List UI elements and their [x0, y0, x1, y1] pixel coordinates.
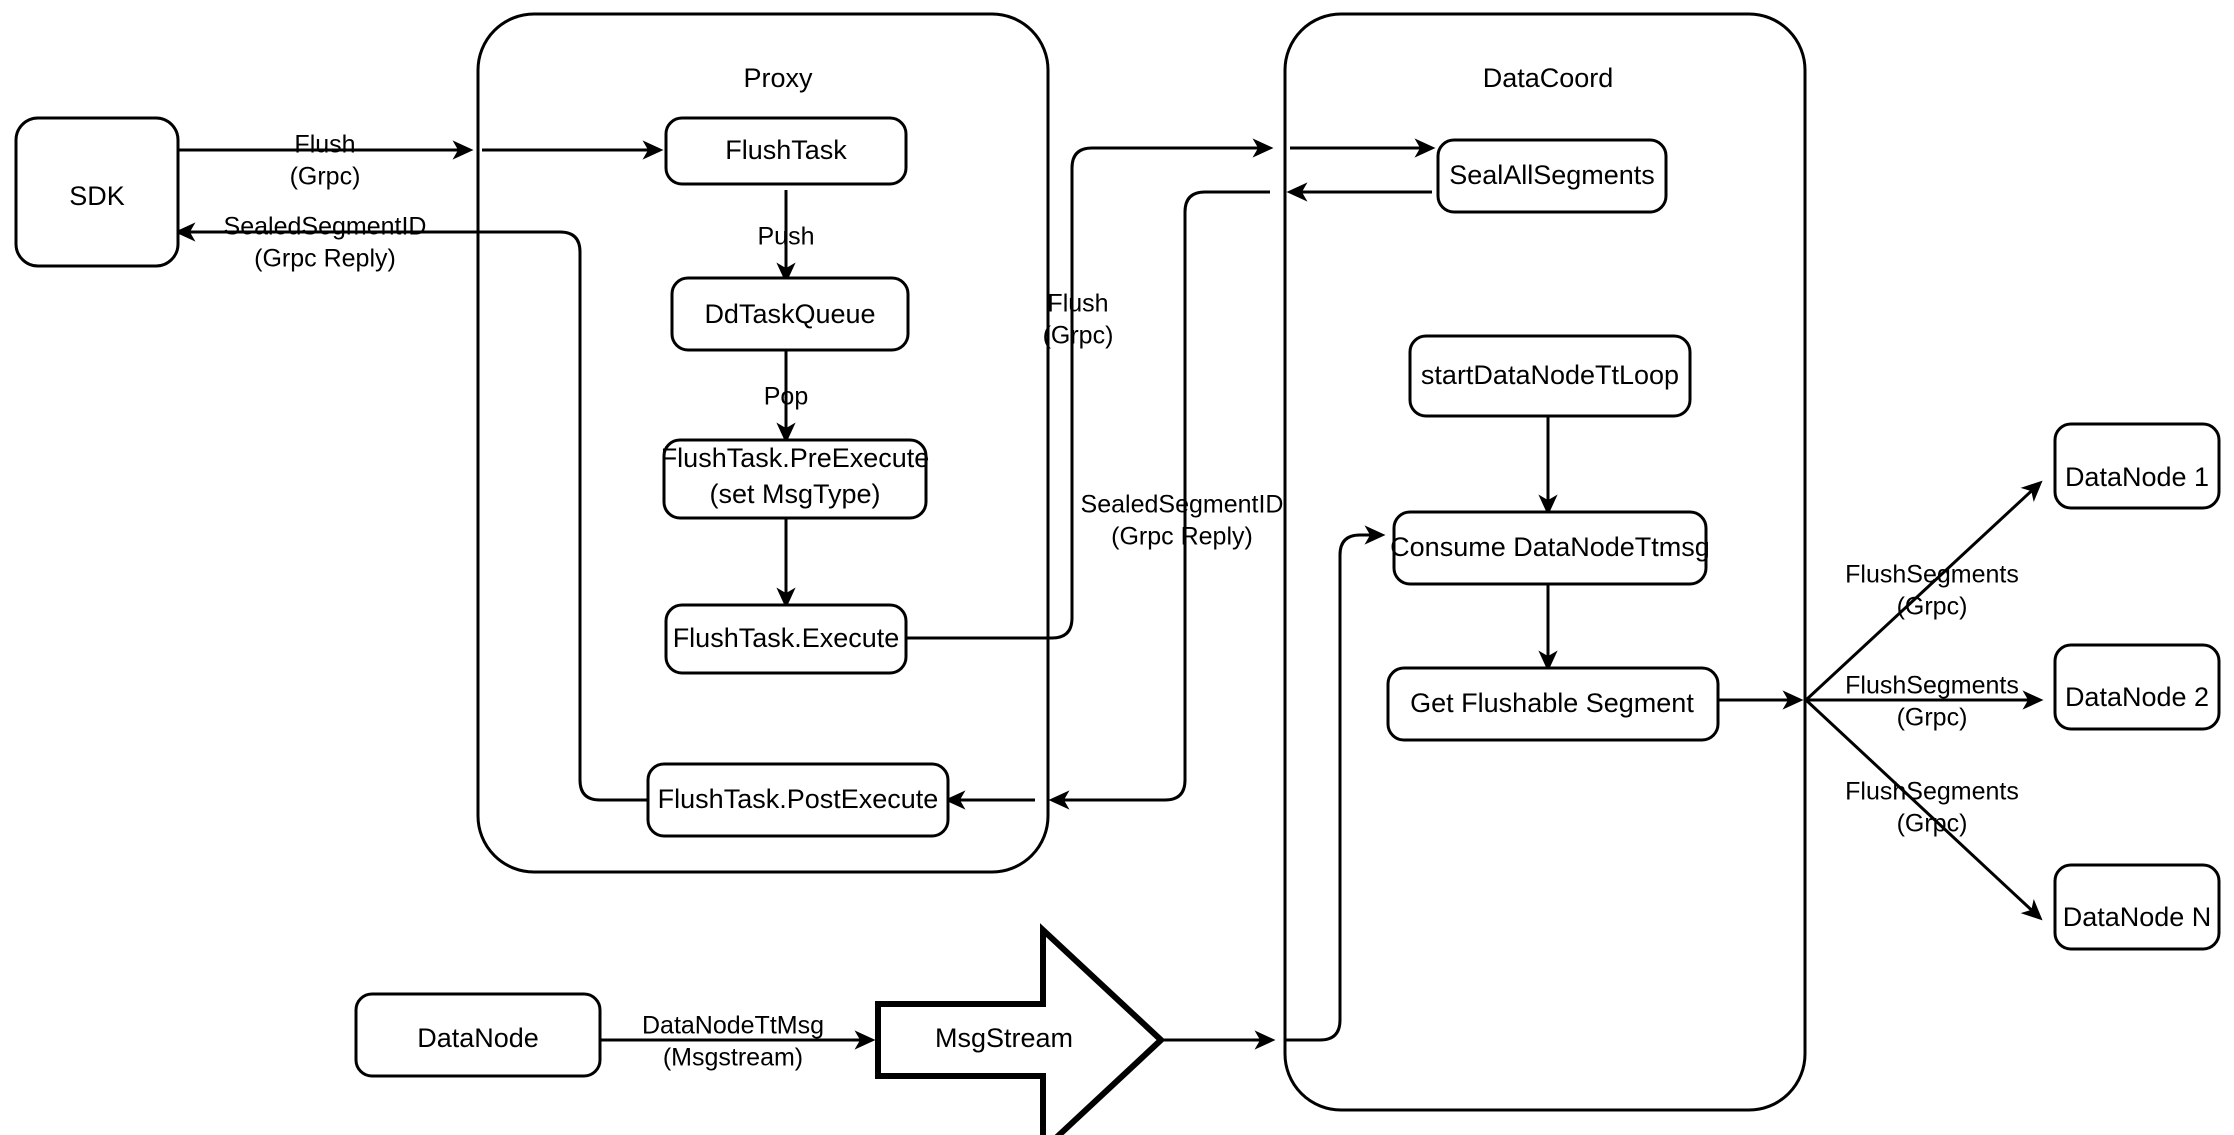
datanode-bottom-label: DataNode — [417, 1023, 539, 1053]
edge-fanout-to-datanoden — [1804, 698, 2043, 921]
node-datanode-1[interactable]: DataNode 1 — [2053, 422, 2221, 510]
edge-postexecute-to-sdk-route — [370, 230, 648, 802]
edge-label-pop: Pop — [764, 383, 808, 411]
node-flushtask-preexecute[interactable]: FlushTask.PreExecute (set MsgType) — [661, 438, 930, 520]
datanode-2-label: DataNode 2 — [2065, 682, 2209, 712]
node-consume-datanodettmsg[interactable]: Consume DataNodeTtmsg — [1390, 510, 1710, 586]
edge-label-sdk-to-proxy: Flush (Grpc) — [290, 131, 361, 191]
edge-fanout-to-datanode1 — [1804, 480, 2043, 702]
node-ddtaskqueue[interactable]: DdTaskQueue — [670, 276, 910, 352]
ddtaskqueue-label: DdTaskQueue — [704, 299, 875, 329]
edge-label-push: Push — [758, 223, 815, 251]
flushsegments-n-line2: (Grpc) — [1897, 810, 1968, 838]
datanode-ttmsg-line2: (Msgstream) — [663, 1044, 803, 1072]
edge-datacoord-ingress-to-consume — [1285, 525, 1386, 1042]
edge-datacoord-to-proxy-reply — [1048, 190, 1270, 810]
push-label: Push — [758, 223, 815, 251]
flushtask-box[interactable] — [664, 116, 908, 186]
proxy-to-datacoord-line2: (Grpc) — [1043, 322, 1114, 350]
datacoord-to-proxy-line1: SealedSegmentID — [1081, 491, 1284, 519]
datacoord-container-title: DataCoord — [1483, 63, 1614, 93]
edge-label-flushsegments-2: FlushSegments (Grpc) — [1845, 672, 2019, 732]
proxy-container-title: Proxy — [743, 63, 813, 93]
msgstream-label: MsgStream — [935, 1023, 1073, 1053]
edge-label-datanode-ttmsg: DataNodeTtMsg (Msgstream) — [642, 1012, 824, 1072]
ddtaskqueue-box[interactable] — [670, 276, 910, 352]
msgstream-arrow-shape[interactable] — [875, 923, 1166, 1135]
edge-label-datacoord-to-proxy: SealedSegmentID (Grpc Reply) — [1081, 491, 1284, 551]
edge-label-flushsegments-1: FlushSegments (Grpc) — [1845, 561, 2019, 621]
execute-box[interactable] — [664, 603, 908, 675]
flushtask-label: FlushTask — [725, 135, 847, 165]
node-startdatanodettloop[interactable]: startDataNodeTtLoop — [1408, 334, 1692, 418]
sealallsegments-label: SealAllSegments — [1449, 160, 1655, 190]
sdk-to-proxy-line2: (Grpc) — [290, 163, 361, 191]
flushsegments-1-line2: (Grpc) — [1897, 593, 1968, 621]
preexecute-label-line1: FlushTask.PreExecute — [661, 443, 930, 473]
datanode-1-box[interactable] — [2053, 422, 2221, 510]
consume-datanodettmsg-label: Consume DataNodeTtmsg — [1390, 532, 1710, 562]
get-flushable-segment-box[interactable] — [1386, 666, 1720, 742]
node-flushtask-execute[interactable]: FlushTask.Execute — [664, 603, 908, 675]
datanode-2-box[interactable] — [2053, 643, 2221, 731]
postexecute-box[interactable] — [646, 762, 950, 838]
datanode-n-box[interactable] — [2053, 863, 2221, 951]
edge-label-flushsegments-n: FlushSegments (Grpc) — [1845, 778, 2019, 838]
node-datanode-2[interactable]: DataNode 2 — [2053, 643, 2221, 731]
node-get-flushable-segment[interactable]: Get Flushable Segment — [1386, 666, 1720, 742]
sdk-to-proxy-line1: Flush — [294, 131, 355, 159]
datanode-1-label: DataNode 1 — [2065, 462, 2209, 492]
node-flushtask[interactable]: FlushTask — [664, 116, 908, 186]
sdk-label: SDK — [69, 181, 125, 211]
proxy-to-sdk-line2: (Grpc Reply) — [254, 245, 396, 273]
proxy-to-datacoord-line1: Flush — [1047, 290, 1108, 318]
consume-datanodettmsg-box[interactable] — [1392, 510, 1708, 586]
datanode-ttmsg-line1: DataNodeTtMsg — [642, 1012, 824, 1040]
sdk-box[interactable] — [14, 116, 180, 268]
flushsegments-1-line1: FlushSegments — [1845, 561, 2019, 589]
node-flushtask-postexecute[interactable]: FlushTask.PostExecute — [646, 762, 950, 838]
node-sealallsegments[interactable]: SealAllSegments — [1436, 138, 1668, 214]
postexecute-label: FlushTask.PostExecute — [658, 784, 939, 814]
proxy-to-sdk-line1: SealedSegmentID — [224, 213, 427, 241]
node-msgstream[interactable]: MsgStream — [875, 923, 1166, 1135]
node-datanode-n[interactable]: DataNode N — [2053, 863, 2221, 951]
datanode-n-label: DataNode N — [2063, 902, 2212, 932]
pop-label: Pop — [764, 383, 808, 411]
flushsegments-n-line1: FlushSegments — [1845, 778, 2019, 806]
flushsegments-2-line2: (Grpc) — [1897, 704, 1968, 732]
edge-execute-to-datacoord — [906, 138, 1274, 640]
datacoord-to-proxy-line2: (Grpc Reply) — [1111, 523, 1253, 551]
flushsegments-2-line1: FlushSegments — [1845, 672, 2019, 700]
preexecute-box[interactable] — [662, 438, 928, 520]
preexecute-label-line2: (set MsgType) — [709, 479, 880, 509]
sealallsegments-box[interactable] — [1436, 138, 1668, 214]
startdatanodettloop-box[interactable] — [1408, 334, 1692, 418]
edge-label-proxy-to-sdk: SealedSegmentID (Grpc Reply) — [224, 213, 427, 273]
execute-label: FlushTask.Execute — [673, 623, 900, 653]
node-sdk[interactable]: SDK — [14, 116, 180, 268]
startdatanodettloop-label: startDataNodeTtLoop — [1421, 360, 1679, 390]
datanode-bottom-box[interactable] — [354, 992, 602, 1078]
node-datanode-bottom[interactable]: DataNode — [354, 992, 602, 1078]
get-flushable-segment-label: Get Flushable Segment — [1410, 688, 1694, 718]
edge-label-proxy-to-datacoord: Flush (Grpc) — [1043, 290, 1114, 350]
